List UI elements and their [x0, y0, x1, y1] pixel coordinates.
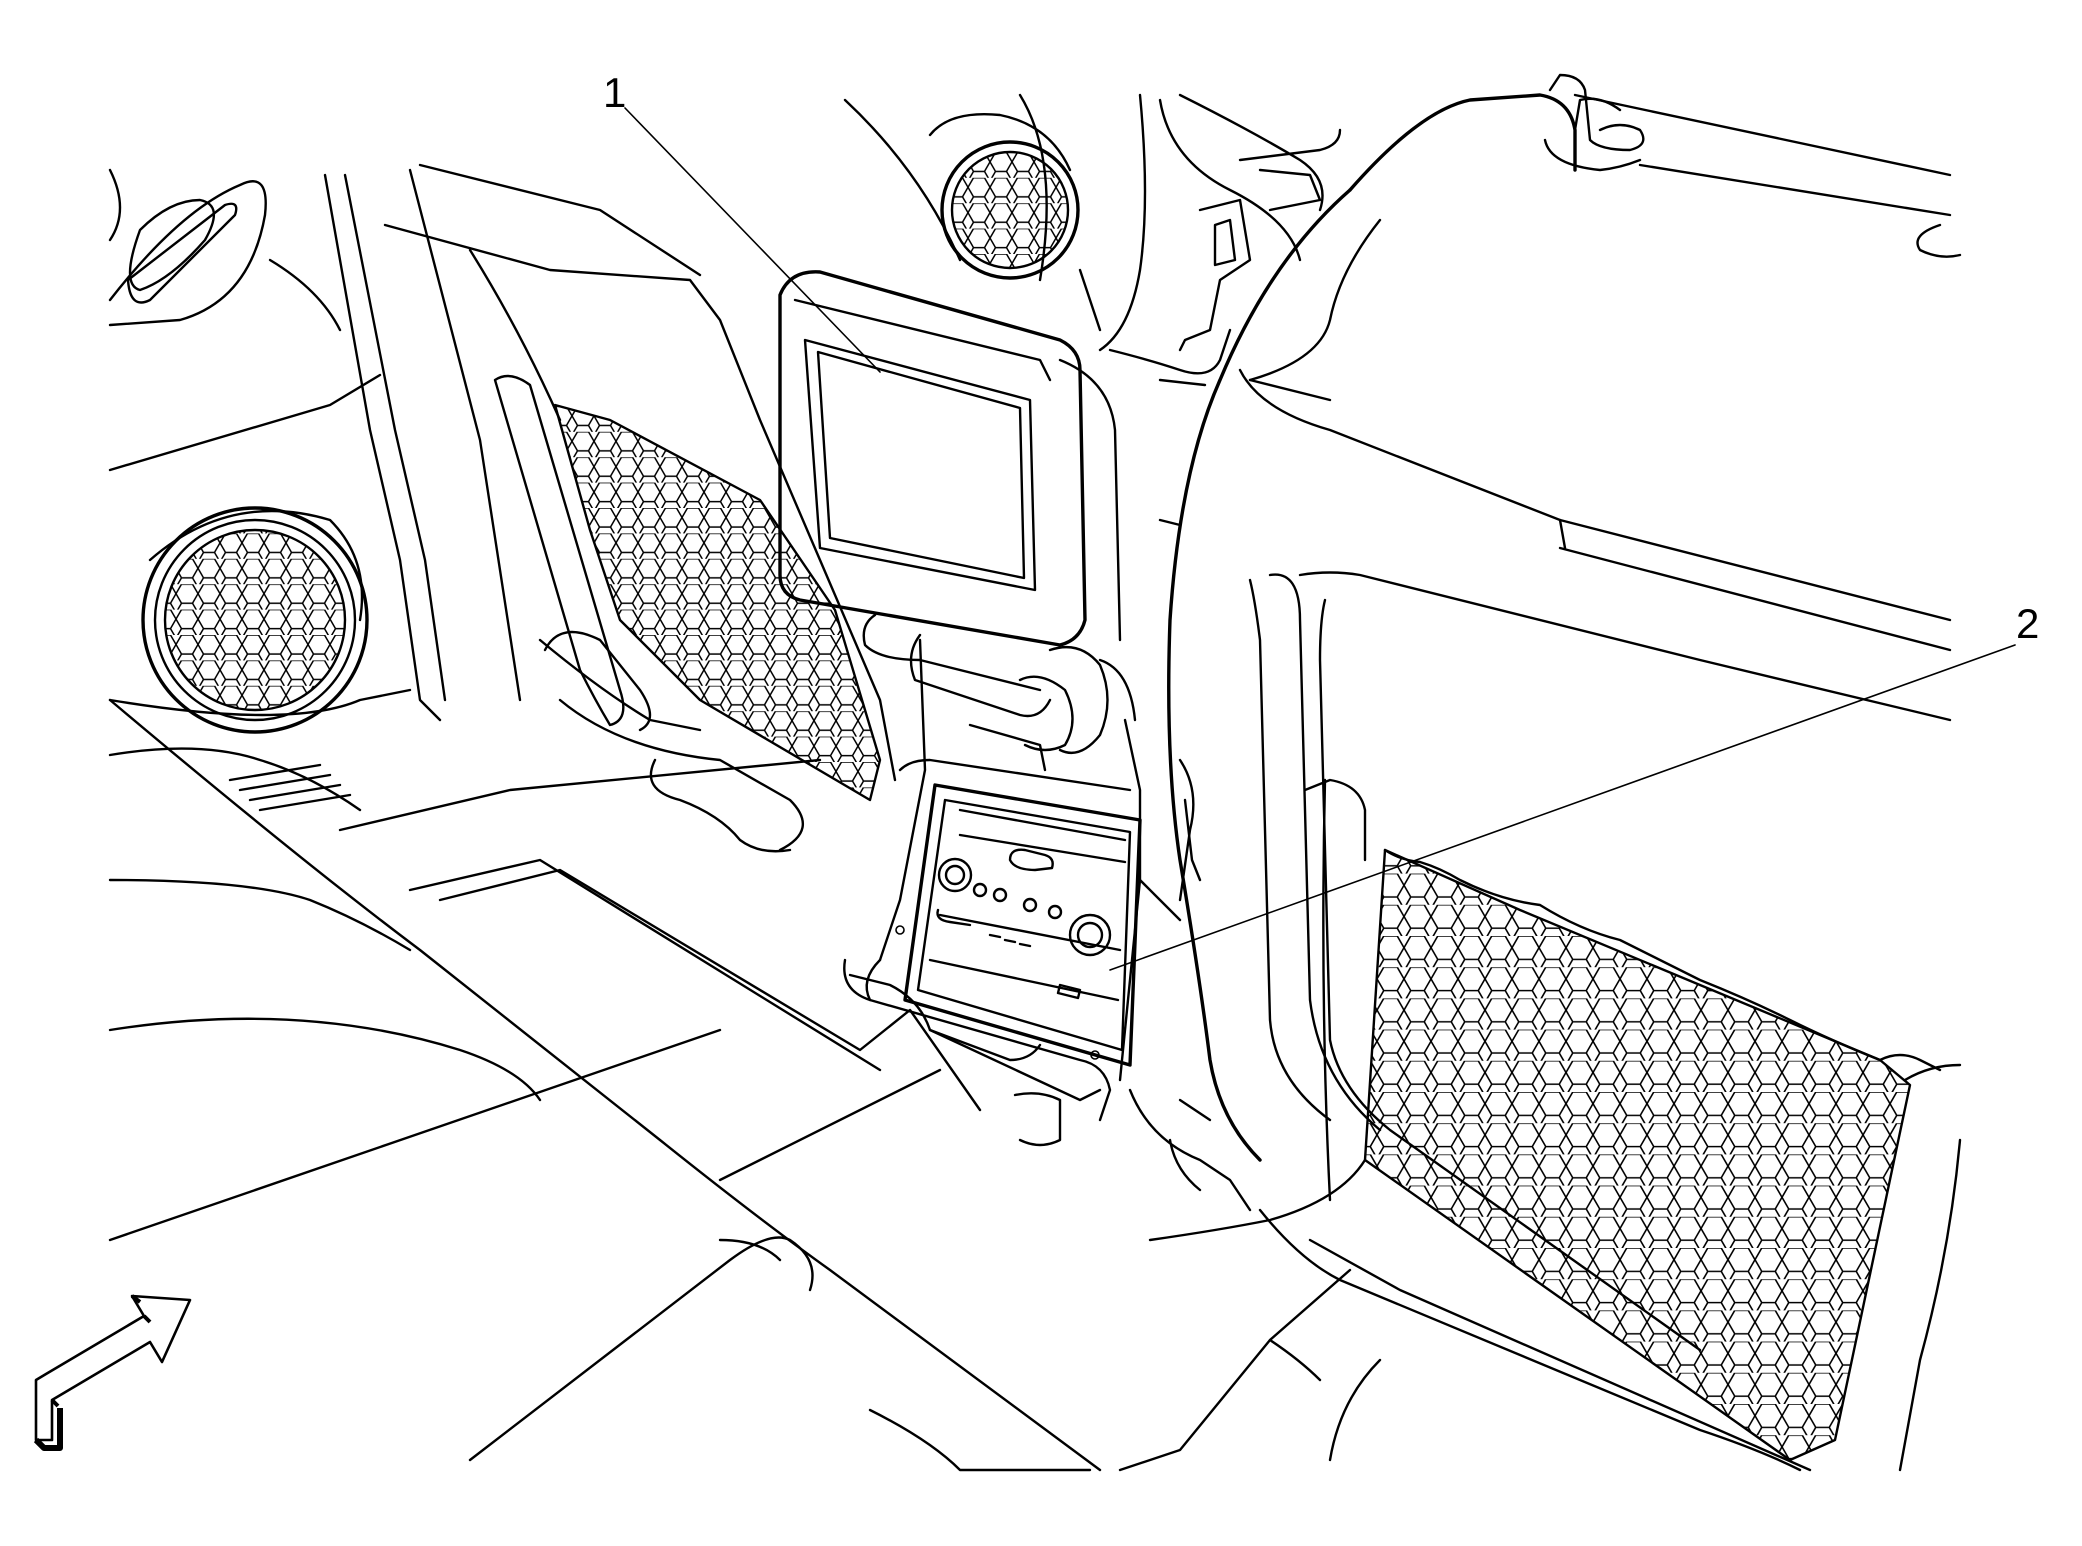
rear-entertainment-display — [778, 270, 1137, 772]
rear-seat-cushion — [108, 698, 1102, 1472]
callout-2-leader — [1109, 644, 2016, 971]
rear-audio-control-panel — [895, 783, 1142, 1067]
callout-1-label: 1 — [603, 69, 627, 116]
callout-2-label: 2 — [2016, 600, 2040, 647]
right-seat-back — [1118, 73, 1962, 1472]
left-speaker — [141, 506, 369, 734]
callout-leaders — [624, 107, 2016, 971]
forward-arrow-icon — [33, 1294, 192, 1451]
front-seat-back — [383, 163, 897, 853]
left-door-panel — [108, 168, 522, 722]
b-pillar-trim — [1098, 93, 1342, 527]
upper-speaker — [843, 93, 1102, 332]
callout-1-leader — [624, 107, 881, 373]
